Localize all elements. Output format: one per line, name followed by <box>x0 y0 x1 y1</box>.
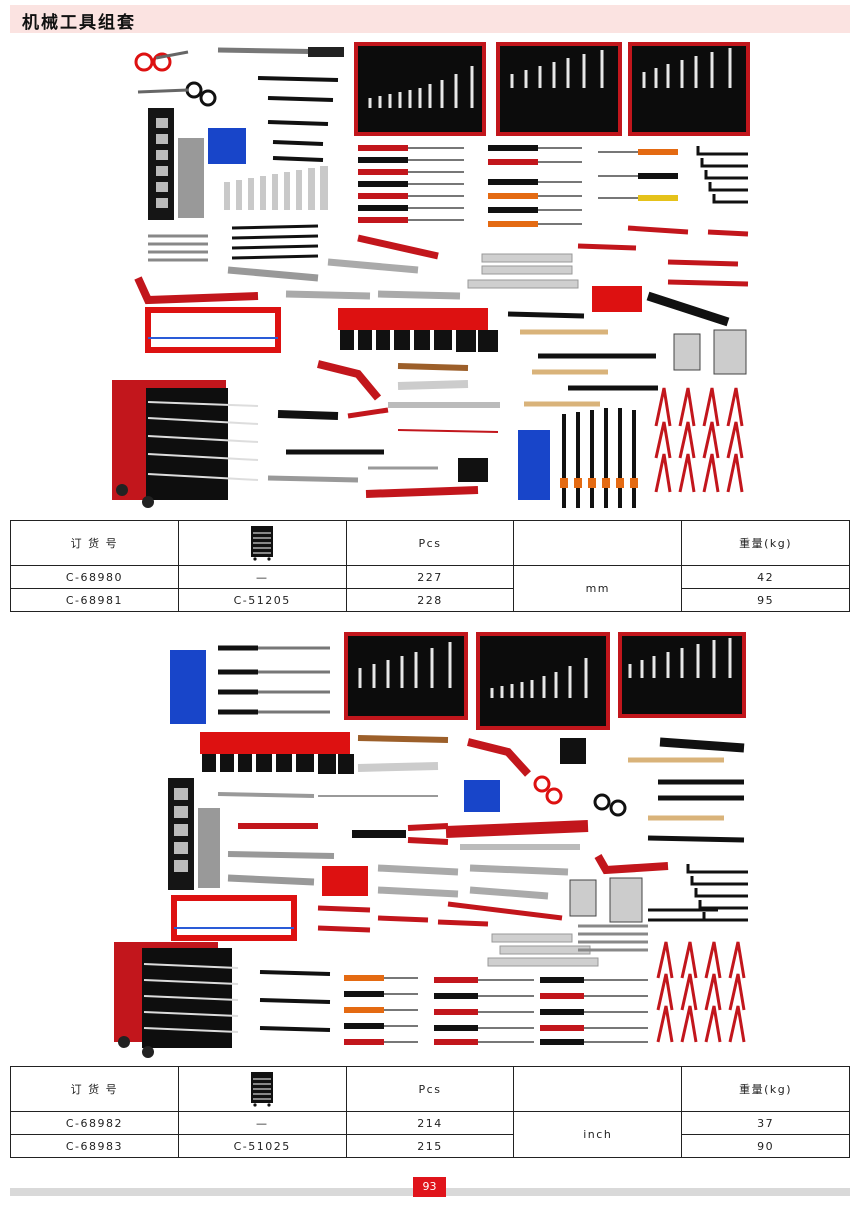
tool-cabinet-icon <box>251 526 274 561</box>
spanner-wallet <box>344 632 746 730</box>
table-row: C-68983 C-51025 215 90 <box>10 1134 850 1158</box>
cabinet-header <box>177 1066 347 1112</box>
unit-header <box>513 1066 683 1112</box>
table-row: C-68981 C-51205 228 95 <box>10 588 850 612</box>
page-header: 机械工具组套 <box>10 5 850 33</box>
page-title: 机械工具组套 <box>22 13 136 33</box>
table-header-row: 订 货 号 Pcs 重量(kg) <box>10 1066 850 1112</box>
cabinet-cell: — <box>177 565 347 589</box>
cabinet-cell: C-51025 <box>177 1134 347 1158</box>
unit-cell: mm <box>513 565 683 612</box>
weight-cell: 95 <box>681 588 850 612</box>
order-no-cell: C-68980 <box>10 565 179 589</box>
tool-cabinet <box>114 942 239 1058</box>
pcs-cell: 227 <box>345 565 515 589</box>
order-no-header: 订 货 号 <box>10 1066 179 1112</box>
cabinet-header <box>177 520 347 566</box>
order-no-cell: C-68983 <box>10 1134 179 1158</box>
spanner-wallet <box>354 42 750 136</box>
table-row: C-68982 — 214 inch 37 <box>10 1111 850 1158</box>
spec-table-mm: 订 货 号 Pcs 重量(kg) C-68980 — 227 mm 42 C-6… <box>10 520 850 612</box>
pcs-header: Pcs <box>345 520 515 566</box>
weight-cell: 90 <box>681 1134 850 1158</box>
page-number: 93 <box>413 1177 446 1197</box>
tool-cabinet <box>112 380 259 508</box>
order-no-header: 订 货 号 <box>10 520 179 566</box>
pcs-cell: 215 <box>345 1134 515 1158</box>
table-row: C-68980 — 227 mm 42 <box>10 565 850 612</box>
cabinet-cell: C-51205 <box>177 588 347 612</box>
weight-header: 重量(kg) <box>681 1066 850 1112</box>
order-no-cell: C-68982 <box>10 1111 179 1135</box>
weight-cell: 37 <box>681 1111 850 1135</box>
tool-cabinet-icon <box>251 1072 274 1107</box>
weight-header: 重量(kg) <box>681 520 850 566</box>
spec-table-inch: 订 货 号 Pcs 重量(kg) C-68982 — 214 inch 37 C… <box>10 1066 850 1158</box>
weight-cell: 42 <box>681 565 850 589</box>
pcs-cell: 214 <box>345 1111 515 1135</box>
pcs-header: Pcs <box>345 1066 515 1112</box>
order-no-cell: C-68981 <box>10 588 179 612</box>
pcs-cell: 228 <box>345 588 515 612</box>
unit-header <box>513 520 683 566</box>
unit-cell: inch <box>513 1111 683 1158</box>
product-image-inch-set <box>108 628 758 1060</box>
cabinet-cell: — <box>177 1111 347 1135</box>
table-header-row: 订 货 号 Pcs 重量(kg) <box>10 520 850 566</box>
product-image-mm-set <box>108 38 758 513</box>
